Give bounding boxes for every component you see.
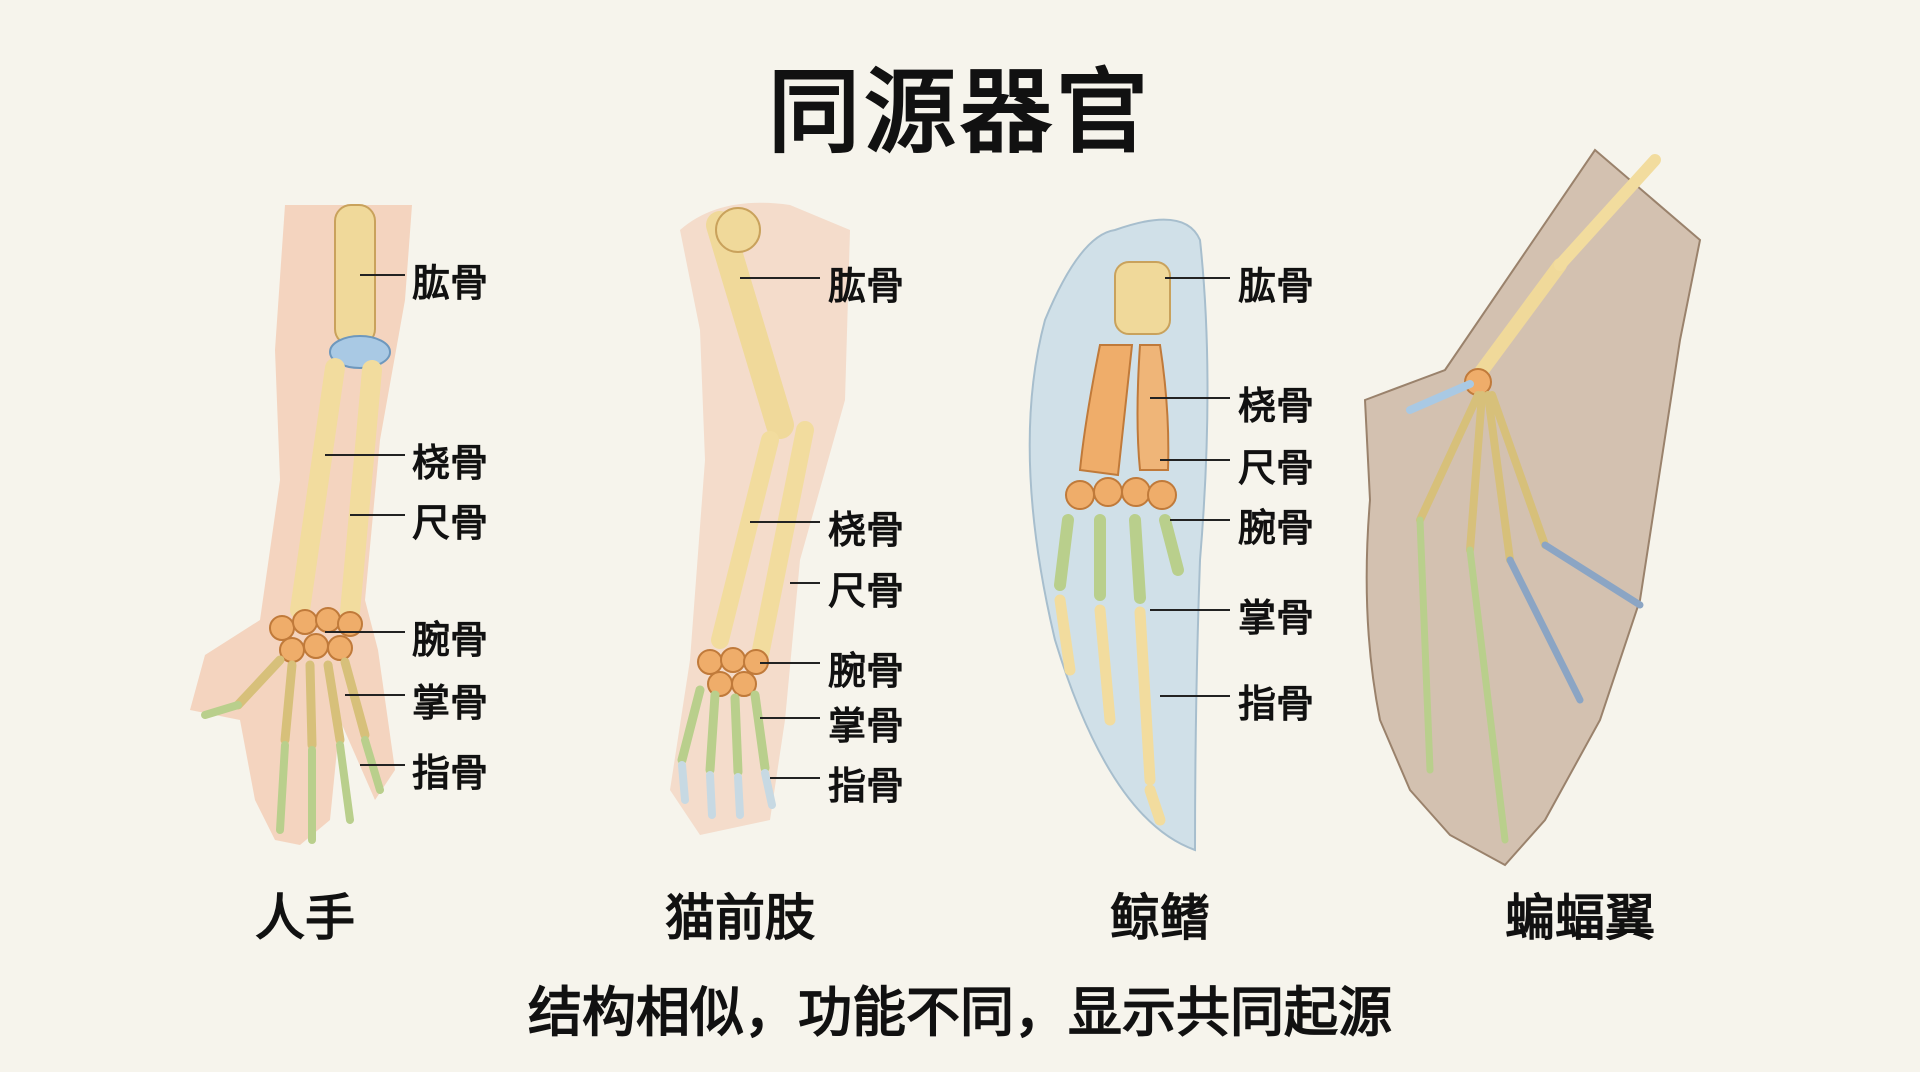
cat-forelimb-illustration — [670, 202, 850, 835]
human-label-metacarpals: 掌骨 — [412, 681, 489, 725]
bat-finger-tips — [1416, 516, 1644, 844]
caption-bat-wing: 蝙蝠翼 — [1505, 889, 1655, 947]
bat-wing-illustration — [1363, 148, 1702, 867]
whale-label-carpals: 腕骨 — [1238, 506, 1315, 550]
cat-label-radius: 桡骨 — [828, 508, 905, 552]
bat-thumb — [1406, 380, 1474, 414]
page-title: 同源器官 — [767, 59, 1152, 166]
bat-radius — [1554, 154, 1661, 271]
whale-leader-lines — [1150, 277, 1230, 697]
caption-human-hand: 人手 — [255, 889, 355, 947]
bat-digits — [1416, 391, 1549, 564]
cat-phalanges — [678, 761, 776, 819]
cat-metacarpals — [677, 685, 770, 777]
human-arm-illustration — [190, 204, 412, 845]
whale-metacarpals — [1054, 514, 1184, 604]
human-label-humerus: 肱骨 — [412, 261, 489, 305]
cat-humerus — [706, 211, 794, 439]
human-label-carpals: 腕骨 — [412, 618, 489, 662]
whale-label-phalanges: 指骨 — [1238, 682, 1315, 726]
cat-label-humerus: 肱骨 — [828, 264, 905, 308]
human-label-ulna: 尺骨 — [412, 501, 489, 545]
human-leader-lines — [325, 274, 405, 766]
cat-label-carpals: 腕骨 — [828, 649, 905, 693]
cat-carpals — [697, 647, 769, 697]
human-carpals — [269, 607, 363, 663]
human-ulna — [340, 360, 382, 622]
cat-humerus-head — [715, 207, 761, 253]
human-label-phalanges: 指骨 — [412, 751, 489, 795]
human-radius — [290, 358, 345, 620]
cat-ulna — [751, 421, 814, 664]
whale-label-radius: 桡骨 — [1238, 384, 1315, 428]
whale-ulna — [1136, 344, 1170, 471]
cat-label-phalanges: 指骨 — [828, 764, 905, 808]
cat-label-metacarpals: 掌骨 — [828, 704, 905, 748]
human-metacarpals — [233, 655, 370, 750]
footer-summary: 结构相似，功能不同，显示共同起源 — [528, 981, 1392, 1044]
cat-radius — [711, 431, 779, 649]
cat-leader-lines — [740, 277, 820, 779]
whale-label-ulna: 尺骨 — [1238, 446, 1315, 490]
bat-humerus — [1468, 258, 1567, 387]
whale-carpals — [1065, 477, 1177, 510]
human-elbow-joint — [329, 335, 391, 369]
whale-label-humerus: 肱骨 — [1238, 264, 1315, 308]
human-arm-skin — [190, 205, 412, 845]
human-label-radius: 桡骨 — [412, 441, 489, 485]
caption-whale-flipper: 鲸鳍 — [1110, 889, 1210, 947]
whale-humerus — [1114, 261, 1171, 335]
cat-label-ulna: 尺骨 — [828, 569, 905, 613]
whale-phalanges — [1054, 594, 1166, 826]
caption-cat-forelimb: 猫前肢 — [665, 889, 815, 947]
whale-radius — [1078, 344, 1134, 477]
whale-label-metacarpals: 掌骨 — [1238, 596, 1315, 640]
whale-flipper-illustration — [1028, 218, 1230, 852]
